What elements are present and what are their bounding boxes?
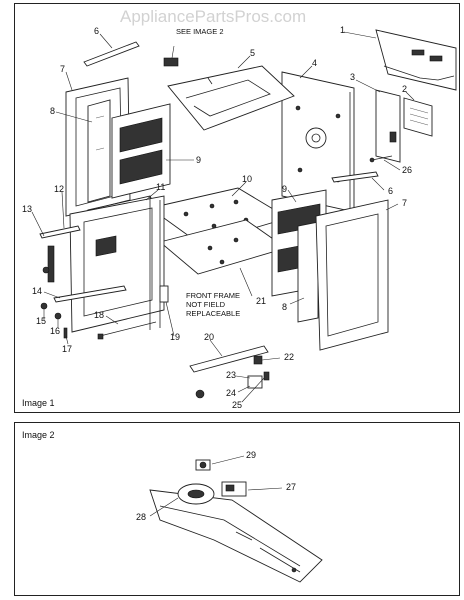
rear-bracket	[375, 89, 401, 163]
leader-lines	[31, 31, 415, 403]
left-rail	[39, 225, 81, 283]
image2-callouts: 29 27 28	[136, 450, 296, 522]
callout-2: 2	[402, 84, 407, 94]
callout-21: 21	[256, 296, 266, 306]
callout-28: 28	[136, 512, 146, 522]
callout-8: 8	[50, 106, 55, 116]
callout-13: 13	[22, 204, 32, 214]
callout-numbers: 1 2 3 4 5 6 7 8 9 10 11 12 13 14 15 16 1…	[22, 25, 412, 410]
callout-27: 27	[286, 482, 296, 492]
front-frame	[69, 195, 165, 333]
callout-5: 5	[250, 48, 255, 58]
screw-set	[40, 266, 68, 339]
image2-panel-border	[14, 422, 460, 596]
callout-6: 6	[94, 26, 99, 36]
top-frame-element	[163, 45, 295, 131]
callout-29: 29	[246, 450, 256, 460]
left-side-panel	[87, 99, 111, 203]
image1-caption: Image 1	[22, 398, 55, 408]
front-frame-note-line2: NOT FIELD	[186, 300, 226, 309]
callout-7: 7	[60, 64, 65, 74]
callout-15: 15	[36, 316, 46, 326]
callout-11: 11	[156, 182, 165, 192]
callout-6-right: 6	[388, 186, 393, 196]
callout-1: 1	[340, 25, 345, 35]
callout-12: 12	[54, 184, 64, 194]
front-frame-note-line3: REPLACEABLE	[186, 309, 240, 318]
right-top-rod	[331, 171, 379, 183]
callout-7-right: 7	[402, 198, 407, 208]
image1-panel-border	[14, 3, 460, 413]
callout-26: 26	[402, 165, 412, 175]
callout-16: 16	[50, 326, 60, 336]
callout-19: 19	[170, 332, 180, 342]
callout-17: 17	[62, 344, 72, 354]
callout-10: 10	[242, 174, 252, 184]
watermark-text: AppliancePartsPros.com	[120, 7, 306, 26]
callout-9-right: 9	[282, 184, 287, 194]
door-clip	[159, 285, 169, 303]
callout-4: 4	[312, 58, 317, 68]
back-panel	[375, 29, 457, 91]
top-rod-left	[83, 41, 140, 67]
see-image-note: SEE IMAGE 2	[176, 27, 224, 36]
image2-caption: Image 2	[22, 430, 55, 440]
callout-24: 24	[226, 388, 236, 398]
right-side-panel	[297, 221, 319, 323]
screw-26	[369, 155, 393, 163]
callout-22: 22	[284, 352, 294, 362]
bottom-rail	[53, 285, 127, 303]
callout-9: 9	[196, 155, 201, 165]
callout-20: 20	[204, 332, 214, 342]
leveler-hardware	[195, 355, 270, 399]
control-assembly	[149, 459, 323, 583]
callout-3: 3	[350, 72, 355, 82]
rear-wall	[281, 71, 355, 213]
callout-8-right: 8	[282, 302, 287, 312]
front-frame-note-line1: FRONT FRAME	[186, 291, 240, 300]
vent-panel	[403, 97, 433, 137]
left-insulation	[111, 103, 171, 199]
image2-leader-lines	[149, 455, 283, 517]
callout-25: 25	[232, 400, 242, 410]
lower-rod	[97, 321, 157, 340]
callout-14: 14	[32, 286, 42, 296]
callout-23: 23	[226, 370, 236, 380]
oven-door-glass	[315, 199, 389, 351]
callout-18: 18	[94, 310, 104, 320]
drawer-rail	[189, 345, 269, 373]
